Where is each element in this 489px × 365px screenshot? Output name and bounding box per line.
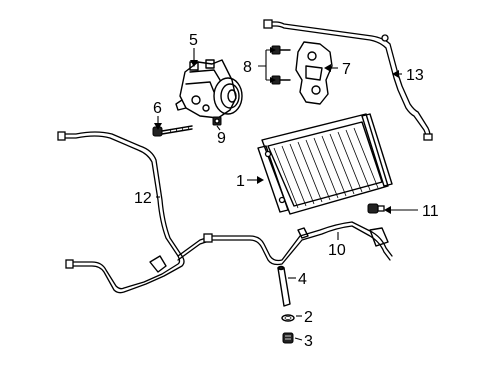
liquid-line-12 (57, 131, 213, 294)
discharge-line-13 (263, 19, 433, 141)
o-ring-2 (281, 314, 295, 322)
leader-lines (154, 47, 418, 341)
compressor-5 (175, 59, 243, 119)
tube-4 (277, 265, 291, 307)
callout-1: 1 (236, 173, 245, 190)
pressure-switch-11 (367, 203, 385, 214)
callout-4: 4 (298, 271, 307, 288)
callout-8: 8 (243, 59, 252, 76)
callout-6: 6 (153, 100, 162, 117)
callout-5: 5 (189, 32, 198, 49)
callout-11: 11 (422, 203, 439, 220)
bolts-8 (271, 45, 291, 85)
callout-7: 7 (342, 61, 351, 78)
callout-3: 3 (304, 333, 313, 350)
callout-13: 13 (406, 67, 424, 84)
callout-12: 12 (134, 190, 152, 207)
suction-hose-10 (203, 221, 393, 266)
callout-10: 10 (328, 242, 346, 259)
fitting-9 (212, 116, 222, 126)
callout-2: 2 (304, 309, 313, 326)
bracket-7 (295, 41, 333, 105)
condenser-1 (257, 113, 393, 215)
callout-9: 9 (217, 130, 226, 147)
valve-cap-3 (282, 332, 294, 344)
